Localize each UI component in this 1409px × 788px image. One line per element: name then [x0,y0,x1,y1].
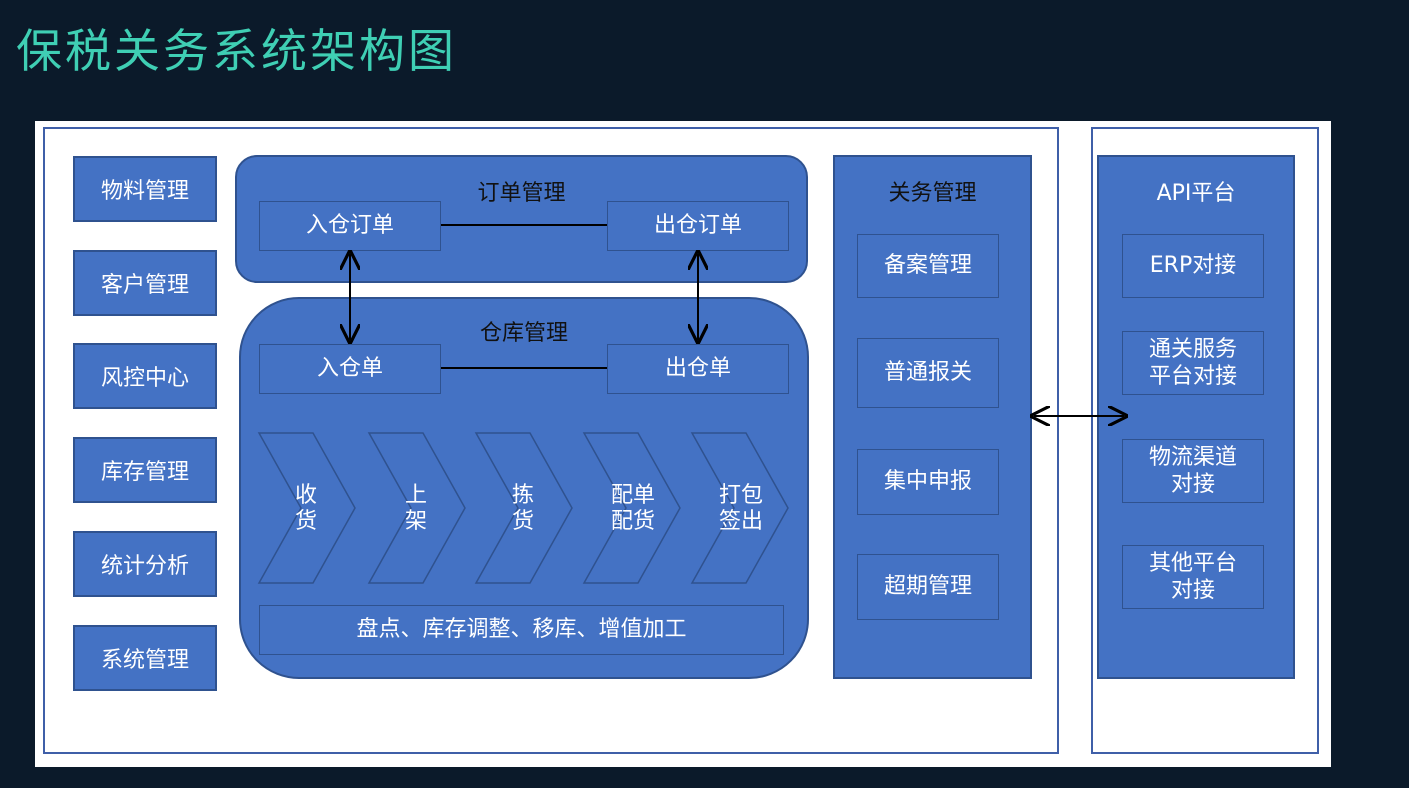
inbound-order-box[interactable]: 入仓订单 [259,201,441,251]
customs-filing-box[interactable]: 备案管理 [857,234,999,298]
step-pack-label: 打包 签出 [718,483,763,535]
step-receive-label: 收 货 [294,483,317,535]
module-statistics[interactable]: 统计分析 [73,531,217,597]
module-material[interactable]: 物料管理 [73,156,217,222]
main-system-frame [43,127,1059,754]
centralized-declaration-box[interactable]: 集中申报 [857,449,999,515]
diagram-canvas: 物料管理 客户管理 风控中心 库存管理 统计分析 系统管理 订单管理 入仓订单 … [35,121,1331,767]
chevron-receive [257,432,356,584]
module-inventory[interactable]: 库存管理 [73,437,217,503]
step-shelve-label: 上 架 [404,483,427,535]
module-customer[interactable]: 客户管理 [73,250,217,316]
inbound-slip-box[interactable]: 入仓单 [259,344,441,394]
api-platform-title: API平台 [1156,181,1236,206]
erp-integration-box[interactable]: ERP对接 [1122,234,1264,298]
customs-platform-integration-box[interactable]: 通关服务 平台对接 [1122,331,1264,395]
outbound-order-box[interactable]: 出仓订单 [607,201,789,251]
step-pick-label: 拣 货 [511,483,534,535]
logistics-integration-box[interactable]: 物流渠道 对接 [1122,439,1264,503]
other-platform-integration-box[interactable]: 其他平台 对接 [1122,545,1264,609]
customs-mgmt-title: 关务管理 [888,181,977,206]
api-frame [1091,127,1319,754]
chevron-shelve [367,432,466,584]
page-title: 保税关务系统架构图 [16,24,457,78]
warehouse-mgmt-title: 仓库管理 [479,321,568,346]
outbound-slip-box[interactable]: 出仓单 [607,344,789,394]
order-mgmt-title: 订单管理 [477,181,566,206]
chevron-match [582,432,681,584]
chevron-pick [474,432,573,584]
overdue-mgmt-box[interactable]: 超期管理 [857,554,999,620]
module-risk[interactable]: 风控中心 [73,343,217,409]
diagram-connectors [257,224,1331,584]
chevron-pack [690,432,789,584]
step-match-label: 配单 配货 [610,483,655,535]
warehouse-ops-bar[interactable]: 盘点、库存调整、移库、增值加工 [259,605,784,655]
module-system[interactable]: 系统管理 [73,625,217,691]
customs-declaration-box[interactable]: 普通报关 [857,338,999,408]
